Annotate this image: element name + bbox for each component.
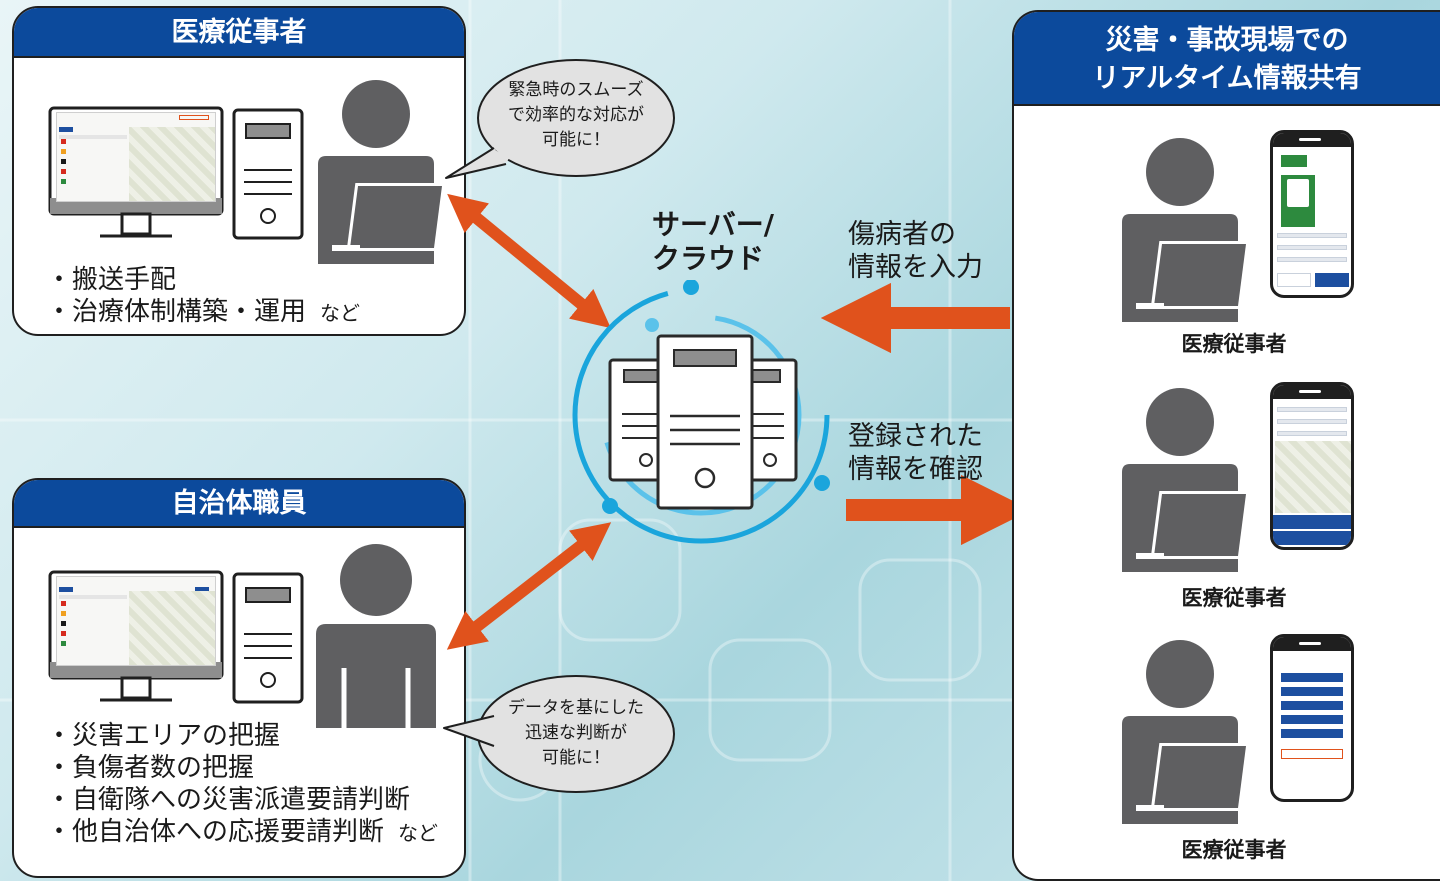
- tower-pc-icon: [232, 572, 304, 704]
- medical-duties-list: ・搬送手配 ・治療体制構築・運用など: [46, 264, 360, 329]
- input-arrow-label: 傷病者の 情報を入力: [848, 219, 983, 283]
- municipal-speech-bubble: [443, 675, 675, 793]
- list-item: ・自衛隊への災害派遣要請判断: [46, 785, 411, 815]
- municipal-server-arrow: [446, 522, 612, 650]
- phone-map-screen: [1270, 382, 1354, 550]
- municipal-staff-person-icon: [316, 544, 436, 728]
- phone-menu-screen: [1270, 634, 1354, 802]
- monitor-screen-thumbnail: [56, 576, 216, 666]
- field-worker-icon: [1122, 138, 1250, 322]
- duties-suffix: など: [320, 301, 361, 325]
- field-worker-icon: [1122, 388, 1250, 572]
- field-sharing-title: 災害・事故現場での リアルタイム情報共有: [1014, 12, 1440, 106]
- medical-staff-panel: 医療従事者 ・搬送手配 ・治療体制構築・運用など: [12, 6, 466, 336]
- medical-speech-bubble: [445, 59, 675, 179]
- worker-caption: 医療従事者: [1181, 586, 1287, 610]
- server-label: サーバー/ クラウド: [652, 208, 774, 275]
- field-worker-icon: [1122, 640, 1250, 824]
- duties-suffix: など: [398, 821, 439, 845]
- medical-bubble-text: 緊急時のスムーズ で効率的な対応が 可能に！: [508, 80, 644, 150]
- phone-registration-screen: [1270, 130, 1354, 298]
- medical-staff-title: 医療従事者: [14, 8, 464, 58]
- list-item: ・治療体制構築・運用など: [46, 297, 361, 327]
- list-item: ・災害エリアの把握: [46, 721, 281, 751]
- medical-server-arrow: [447, 193, 611, 329]
- confirm-arrow-label: 登録された 情報を確認: [848, 421, 983, 485]
- worker-caption: 医療従事者: [1181, 838, 1287, 862]
- worker-caption: 医療従事者: [1181, 332, 1287, 356]
- list-item: ・搬送手配: [46, 265, 177, 295]
- municipal-staff-panel: 自治体職員 ・災害エリアの把握 ・負傷者数の把握 ・自衛隊への災害派遣要請判断: [12, 478, 466, 878]
- list-item: ・負傷者数の把握: [46, 753, 255, 783]
- municipal-bubble-text: データを基にした 迅速な判断が 可能に！: [508, 698, 644, 768]
- municipal-staff-title: 自治体職員: [14, 480, 464, 528]
- tower-pc-icon: [232, 108, 304, 240]
- monitor-screen-thumbnail: [56, 112, 216, 202]
- field-sharing-panel: 災害・事故現場での リアルタイム情報共有 医療従事者: [1012, 10, 1440, 881]
- server-cloud-icon: [572, 280, 830, 544]
- municipal-duties-list: ・災害エリアの把握 ・負傷者数の把握 ・自衛隊への災害派遣要請判断 ・他自治体へ…: [46, 720, 438, 849]
- medical-staff-person-icon: [318, 80, 446, 264]
- list-item: ・他自治体への応援要請判断など: [46, 817, 439, 847]
